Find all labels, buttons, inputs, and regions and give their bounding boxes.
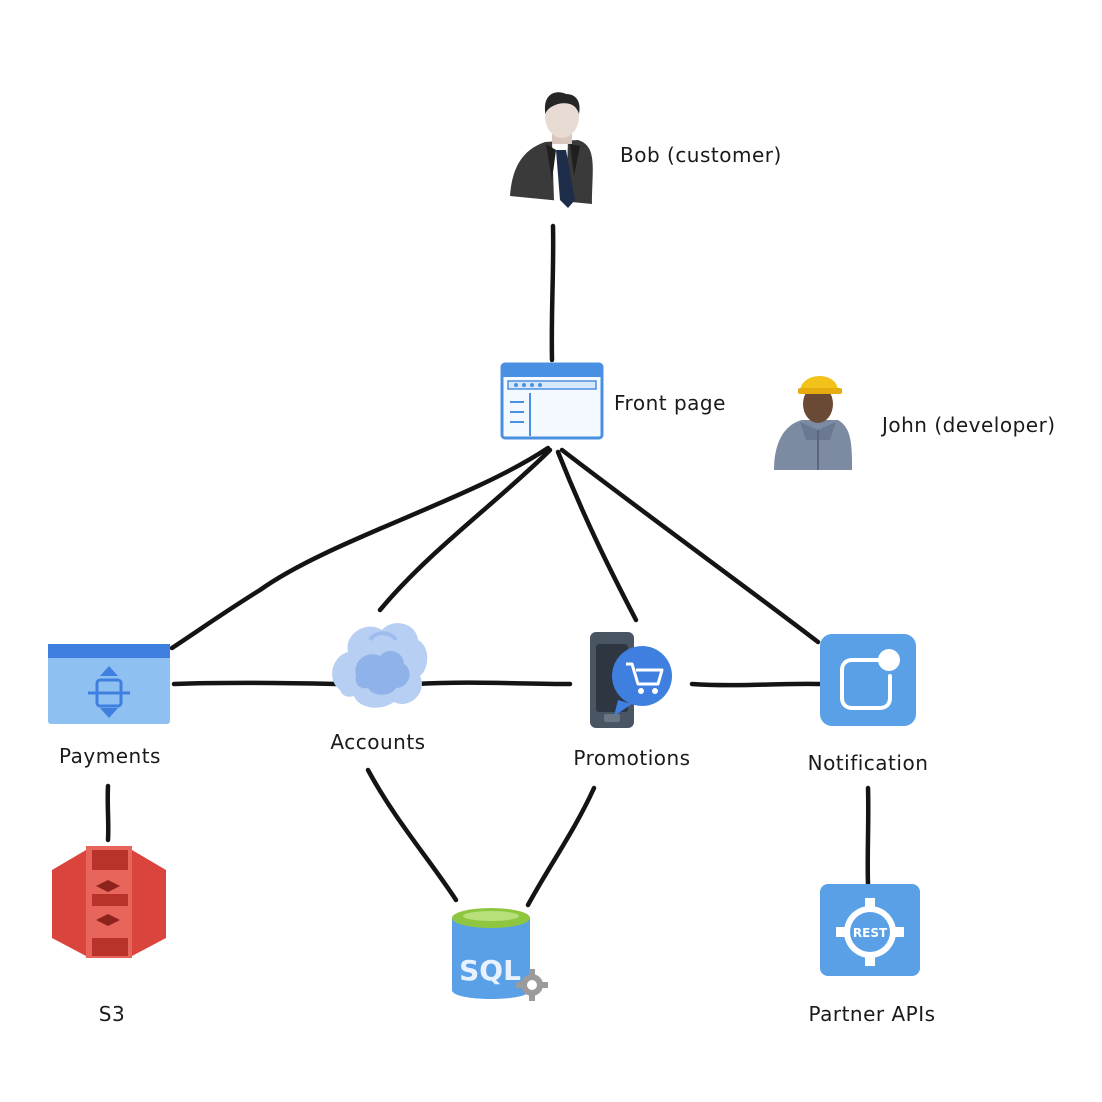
businessman-icon [510,92,593,208]
node-promotions[interactable]: Promotions [573,632,690,770]
john-label: John (developer) [880,413,1056,437]
cloud-accounts-icon [332,623,428,708]
notification-badge-icon [820,634,916,726]
edge-notification-partner [865,785,871,887]
browser-window-icon [500,362,604,440]
node-john[interactable]: John (developer) [774,375,1056,470]
edge-payments-accounts [171,680,339,687]
node-partner[interactable]: REST Partner APIs [808,884,935,1026]
edge-accounts-promotions [413,680,573,687]
rest-badge: REST [853,926,888,940]
payments-label: Payments [59,744,161,768]
edge-bob-frontpage [549,223,556,363]
sql-database-icon: SQL [452,908,548,1001]
edge-promotions-sql [525,785,597,908]
edge-frontpage-payments [169,445,551,651]
frontpage-label: Front page [614,391,726,415]
node-notification[interactable]: Notification [808,634,929,775]
accounts-label: Accounts [330,730,425,754]
node-frontpage[interactable]: Front page [500,362,726,440]
gear-icon [516,969,548,1001]
shopping-cart-chat-icon [590,632,672,728]
s3-label: S3 [99,1002,125,1026]
node-accounts[interactable]: Accounts [330,623,428,754]
node-sql[interactable]: SQL [452,908,548,1001]
notification-label: Notification [808,751,929,775]
partner-label: Partner APIs [808,1002,935,1026]
bob-label: Bob (customer) [620,143,782,167]
connections [105,223,871,908]
rest-api-gear-icon: REST [820,884,920,976]
s3-bucket-icon [52,846,166,958]
edge-payments-s3 [105,783,111,843]
edge-accounts-sql [365,767,459,903]
node-bob[interactable]: Bob (customer) [510,92,782,208]
sql-text: SQL [459,954,521,987]
edge-frontpage-notification [559,447,821,645]
edge-frontpage-promotions [555,449,639,623]
edge-frontpage-accounts [377,447,553,613]
node-s3[interactable]: S3 [52,846,166,1026]
construction-worker-icon [774,375,852,470]
promotions-label: Promotions [573,746,690,770]
payment-window-icon [48,644,170,724]
node-payments[interactable]: Payments [48,644,170,768]
edge-promotions-notification [689,681,823,688]
